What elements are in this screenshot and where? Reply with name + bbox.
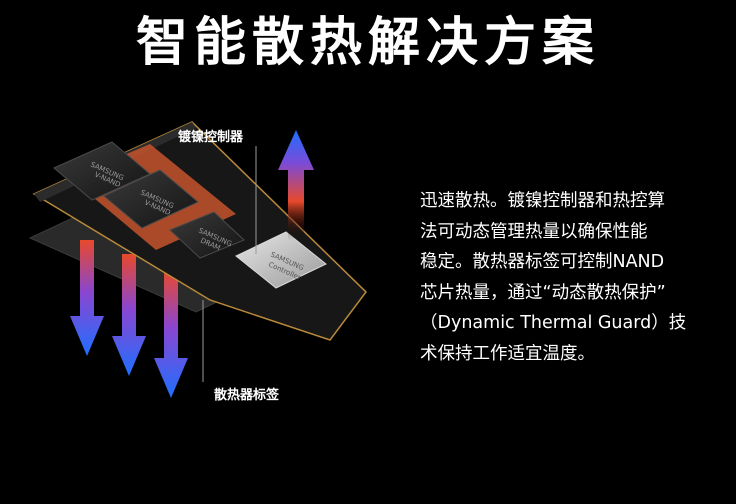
controller-label: 镀镍控制器 <box>178 129 244 145</box>
heat-down-arrow-icon <box>70 240 104 356</box>
nand-chip: SAMSUNG V-NAND <box>103 169 199 229</box>
heat-up-arrow-icon <box>278 130 314 240</box>
description-line: 芯片热量，通过“动态散热保护” <box>420 282 666 303</box>
controller-chip: SAMSUNG Controller <box>235 231 327 289</box>
nand-chip: SAMSUNG V-NAND <box>53 141 151 201</box>
description-line: 术保持工作适宜温度。 <box>420 343 595 364</box>
description-line: 迅速散热。镀镍控制器和热控算 <box>420 191 665 211</box>
heatsink-label: 散热器标签 <box>214 387 280 403</box>
page-title: 智能散热解决方案 <box>135 13 600 73</box>
description-line: 稳定。散热器标签可控制NAND <box>420 252 665 272</box>
heat-down-arrow-icon <box>154 270 188 398</box>
feature-description: 迅速散热。镀镍控制器和热控算 法可动态管理热量以确保性能 稳定。散热器标签可控制… <box>420 186 720 369</box>
heat-down-arrow-icon <box>112 254 146 376</box>
dram-chip: SAMSUNG DRAM <box>169 211 245 259</box>
description-line: （Dynamic Thermal Guard）技 <box>420 313 687 333</box>
description-line: 法可动态管理热量以确保性能 <box>420 221 648 242</box>
